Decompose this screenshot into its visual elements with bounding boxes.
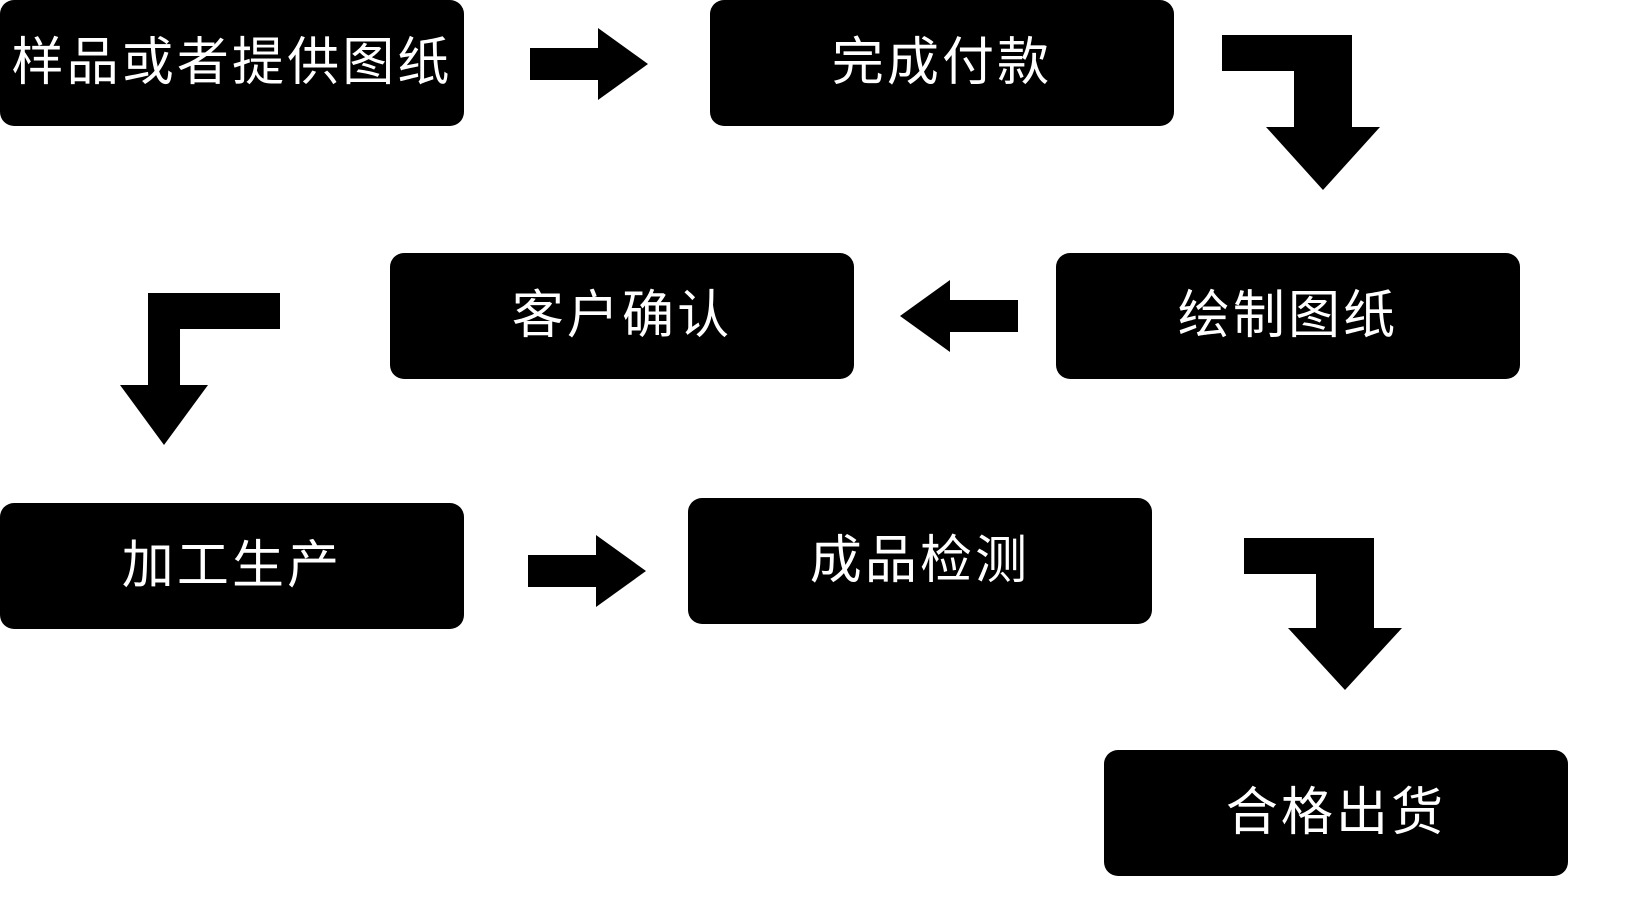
node-product-inspection[interactable]: 成品检测 [688, 498, 1152, 624]
node-customer-confirm[interactable]: 客户确认 [390, 253, 854, 379]
node-sample-or-drawing[interactable]: 样品或者提供图纸 [0, 0, 464, 126]
arrow-elbow-right-down-icon [1222, 35, 1380, 190]
node-label: 绘制图纸 [1177, 286, 1399, 346]
node-label: 合格出货 [1225, 783, 1447, 843]
arrow-left-icon [900, 280, 1018, 352]
arrow-elbow-left-down-icon [120, 293, 280, 445]
node-label: 客户确认 [511, 286, 733, 346]
node-label: 成品检测 [809, 531, 1031, 591]
arrow-elbow-right-down-icon [1244, 538, 1402, 690]
node-complete-payment[interactable]: 完成付款 [710, 0, 1174, 126]
node-qualified-shipment[interactable]: 合格出货 [1104, 750, 1568, 876]
node-label: 加工生产 [121, 536, 343, 596]
node-draw-drawing[interactable]: 绘制图纸 [1056, 253, 1520, 379]
arrow-right-icon [528, 535, 646, 607]
node-label: 完成付款 [831, 33, 1053, 93]
node-label: 样品或者提供图纸 [11, 33, 453, 93]
arrow-right-icon [530, 28, 648, 100]
node-processing-production[interactable]: 加工生产 [0, 503, 464, 629]
